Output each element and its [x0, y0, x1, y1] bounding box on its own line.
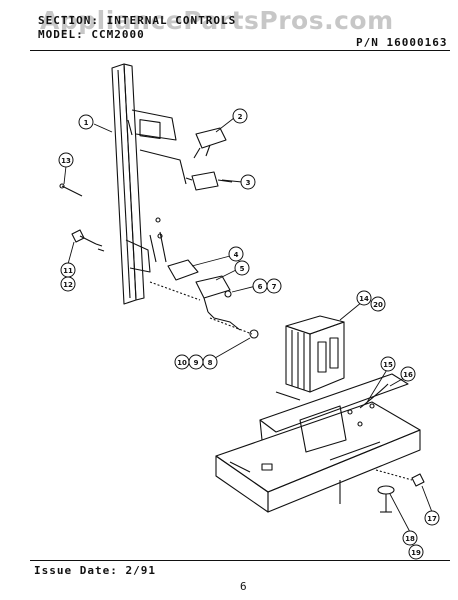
svg-text:2: 2 [238, 113, 243, 121]
callout-4: 4 [228, 246, 244, 262]
callout-15: 15 [380, 356, 396, 372]
callout-3: 3 [240, 174, 256, 190]
callout-17: 17 [424, 510, 440, 526]
svg-text:20: 20 [373, 301, 383, 309]
svg-text:16: 16 [403, 371, 413, 379]
control-panel-plate [111, 63, 187, 305]
header-rule [30, 50, 450, 51]
svg-text:10: 10 [177, 359, 187, 367]
callout-18: 18 [402, 530, 418, 546]
svg-text:4: 4 [234, 251, 239, 259]
callout-5: 5 [234, 260, 250, 276]
svg-text:11: 11 [63, 267, 73, 275]
svg-text:12: 12 [63, 281, 73, 289]
svg-text:5: 5 [240, 265, 245, 273]
svg-text:1: 1 [84, 119, 89, 127]
svg-text:3: 3 [246, 179, 251, 187]
svg-text:14: 14 [359, 295, 369, 303]
svg-text:13: 13 [61, 157, 71, 165]
model-header: MODEL: CCM2000 [38, 28, 145, 41]
screw-part-13 [59, 183, 83, 197]
switch-part-3 [185, 171, 233, 191]
foot-part-18 [339, 469, 425, 513]
svg-text:15: 15 [383, 361, 393, 369]
callout-13: 13 [58, 152, 74, 168]
screws-part-11-12 [71, 229, 105, 252]
model-value: CCM2000 [91, 28, 145, 41]
callout-9: 9 [188, 354, 204, 370]
model-label: MODEL: [38, 28, 84, 41]
watermark: AppliancePartsPros.com [40, 6, 394, 35]
section-label: SECTION: [38, 14, 99, 27]
issue-date: Issue Date: 2/91 [34, 564, 156, 577]
svg-text:6: 6 [258, 283, 263, 291]
callout-6: 6 [252, 278, 268, 294]
svg-text:18: 18 [405, 535, 415, 543]
callout-2: 2 [232, 108, 248, 124]
callout-16: 16 [400, 366, 416, 382]
callout-20: 20 [370, 296, 386, 312]
callout-10: 10 [174, 354, 190, 370]
callout-12: 12 [60, 276, 76, 292]
footer-rule [30, 560, 450, 561]
callout-7: 7 [266, 278, 282, 294]
svg-text:8: 8 [208, 359, 213, 367]
svg-text:7: 7 [272, 283, 277, 291]
part-number: P/N 16000163 [356, 36, 448, 49]
page-number: 6 [240, 580, 248, 593]
base-chassis [215, 373, 421, 513]
wire-part-16 [359, 383, 389, 409]
transformer-part-14 [275, 315, 345, 401]
callout-19: 19 [408, 544, 424, 560]
callout-balloons: 1 2 3 13 11 12 4 5 6 7 10 9 8 14 20 15 1… [58, 108, 440, 560]
callout-14: 14 [356, 290, 372, 306]
svg-text:9: 9 [194, 359, 199, 367]
svg-text:17: 17 [427, 515, 437, 523]
callout-1: 1 [78, 114, 94, 130]
section-title: INTERNAL CONTROLS [106, 14, 237, 27]
svg-text:19: 19 [411, 549, 421, 557]
callout-11: 11 [60, 262, 76, 278]
interlock-bracket [149, 259, 259, 339]
callout-8: 8 [202, 354, 218, 370]
section-header: SECTION: INTERNAL CONTROLS [38, 14, 236, 27]
switch-part-2 [193, 127, 227, 159]
